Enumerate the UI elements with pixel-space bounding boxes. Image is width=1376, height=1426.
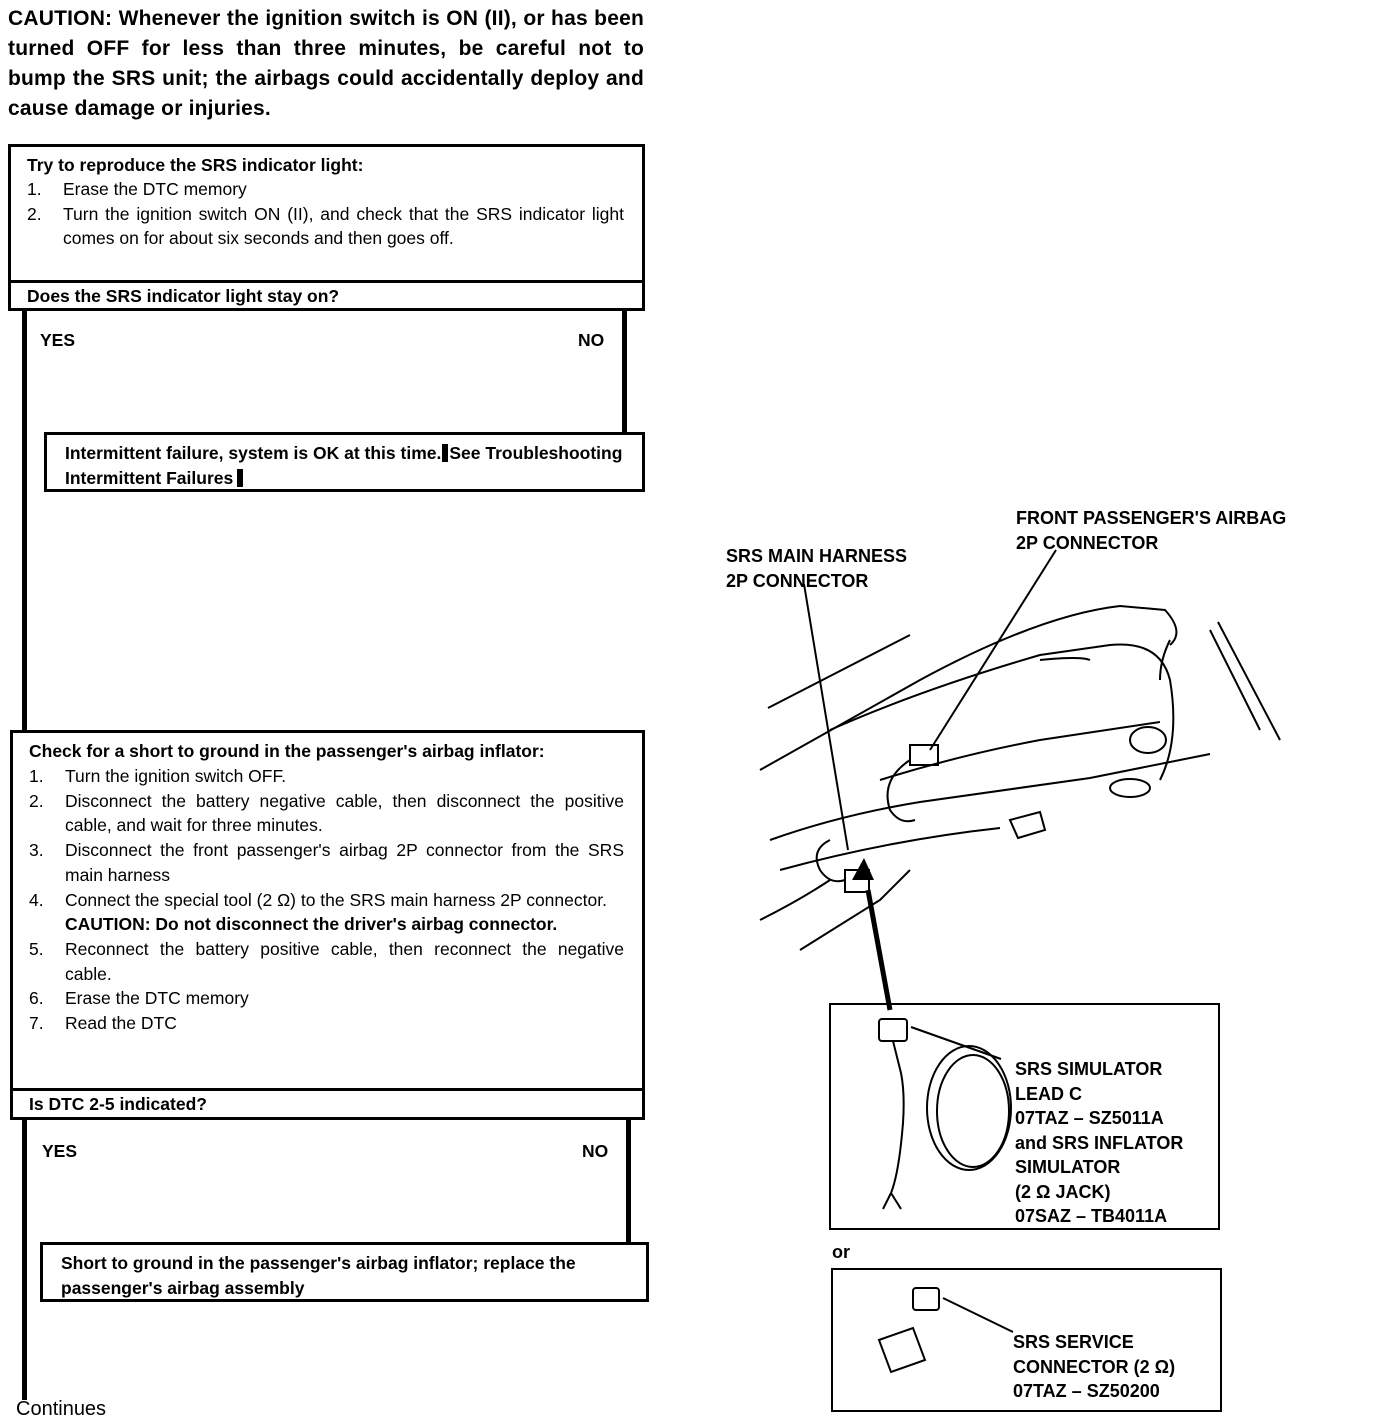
step2-item: 5.Reconnect the battery positive cable, … — [29, 938, 624, 984]
harness-wire — [815, 839, 846, 883]
step1-yes-label: YES — [40, 330, 76, 350]
step2-item: 4.Connect the special tool (2 Ω) to the … — [29, 889, 607, 935]
step1-item: 1.Erase the DTC memory — [27, 179, 247, 199]
reference-mark — [237, 469, 244, 487]
step2-steps: 1.Turn the ignition switch OFF. 2.Discon… — [27, 764, 624, 1036]
glovebox-outline — [829, 643, 1175, 781]
step2-item: 1.Turn the ignition switch OFF. — [29, 766, 287, 786]
dashboard-illustration — [759, 549, 1281, 1011]
flow-line-yes-2 — [22, 1118, 27, 1400]
glovebox-lower — [879, 721, 1161, 781]
step1-no-label: NO — [578, 330, 605, 350]
simulator-lead-illustration — [878, 1018, 1012, 1210]
dash-left-panel2 — [799, 869, 911, 951]
dash-left-panel — [759, 879, 831, 921]
bracket — [1109, 778, 1151, 798]
dash-upper-edge — [759, 604, 1178, 771]
simulator-label: SRS SIMULATOR LEAD C 07TAZ – SZ5011A and… — [1015, 1059, 1184, 1226]
step2-item: 2.Disconnect the battery negative cable,… — [29, 790, 624, 836]
lead-coil — [926, 1045, 1012, 1171]
dash-glovebox-edge — [1159, 639, 1171, 681]
dash-lower-edge — [769, 753, 1211, 841]
clip — [1008, 810, 1047, 840]
lead-wire — [890, 1040, 905, 1194]
service-connector-shape — [912, 1287, 940, 1311]
step2-item: 6.Erase the DTC memory — [29, 988, 249, 1009]
step1-box: Try to reproduce the SRS indicator light… — [8, 144, 645, 311]
lead-coil-inner — [936, 1054, 1010, 1168]
step2-title: Check for a short to ground in the passe… — [29, 741, 545, 761]
reference-mark — [442, 444, 449, 462]
dash-bottom — [779, 827, 1001, 871]
or-label: or — [832, 1242, 850, 1262]
step2-question: Is DTC 2-5 indicated? — [13, 1088, 642, 1117]
step2-caution: CAUTION: Do not disconnect the driver's … — [65, 914, 558, 935]
short-to-ground-text: Short to ground in the passenger's airba… — [61, 1253, 576, 1298]
step1-no-result-box: Intermittent failure, system is OK at th… — [44, 432, 645, 492]
front-passenger-connector-label: FRONT PASSENGER'S AIRBAG 2P CONNECTOR — [1016, 508, 1287, 553]
flow-line-no-1 — [622, 308, 627, 434]
continues-label: Continues — [16, 1398, 107, 1420]
jack-plug — [882, 1192, 902, 1210]
flow-line-no-2 — [626, 1118, 631, 1244]
step2-no-label: NO — [582, 1141, 609, 1161]
service-connector-tag — [877, 1326, 927, 1374]
step2-box: Check for a short to ground in the passe… — [10, 730, 645, 1120]
caution-text: CAUTION: Whenever the ignition switch is… — [8, 7, 644, 120]
step2-result-box: Short to ground in the passenger's airba… — [40, 1242, 649, 1302]
leader-line-front — [929, 549, 1057, 751]
dash-right-edge2 — [1217, 621, 1281, 741]
service-connector-label: SRS SERVICE CONNECTOR (2 Ω) 07TAZ – SZ50… — [1013, 1332, 1176, 1401]
dash-detail — [1039, 657, 1091, 661]
dash-right-edge — [1209, 629, 1261, 731]
arrow-head — [852, 858, 874, 880]
dash-top-line — [767, 634, 911, 709]
step1-steps: 1.Erase the DTC memory 2.Turn the igniti… — [25, 177, 624, 251]
intermittent-failure-text: Intermittent failure, system is OK at th… — [65, 443, 442, 463]
step2-yes-label: YES — [42, 1141, 78, 1161]
step2-item: 7.Read the DTC — [29, 1013, 177, 1034]
step1-title: Try to reproduce the SRS indicator light… — [27, 155, 364, 175]
see-troubleshooting-link[interactable]: See Troubleshooting Intermittent Failure… — [65, 443, 623, 488]
service-connector-box: SRS SERVICE CONNECTOR (2 Ω) 07TAZ – SZ50… — [831, 1268, 1222, 1412]
simulator-box: SRS SIMULATOR LEAD C 07TAZ – SZ5011A and… — [829, 1003, 1220, 1230]
simulator-connector — [878, 1018, 908, 1042]
step1-question: Does the SRS indicator light stay on? — [11, 280, 642, 308]
flow-line-yes-1 — [22, 308, 27, 732]
step2-item: 3.Disconnect the front passenger's airba… — [29, 840, 624, 885]
front-passenger-connector-shape — [909, 744, 939, 766]
step1-item: 2.Turn the ignition switch ON (II), and … — [27, 203, 624, 249]
simulator-leader — [910, 1026, 1002, 1060]
airbag-wire — [886, 759, 916, 823]
service-leader — [942, 1297, 1014, 1333]
arrow-shaft — [865, 889, 893, 1011]
service-connector-illustration — [877, 1287, 1014, 1374]
srs-main-harness-label: SRS MAIN HARNESS 2P CONNECTOR — [726, 546, 908, 591]
leader-line-main — [803, 583, 849, 851]
bolt-hole — [1129, 726, 1167, 754]
